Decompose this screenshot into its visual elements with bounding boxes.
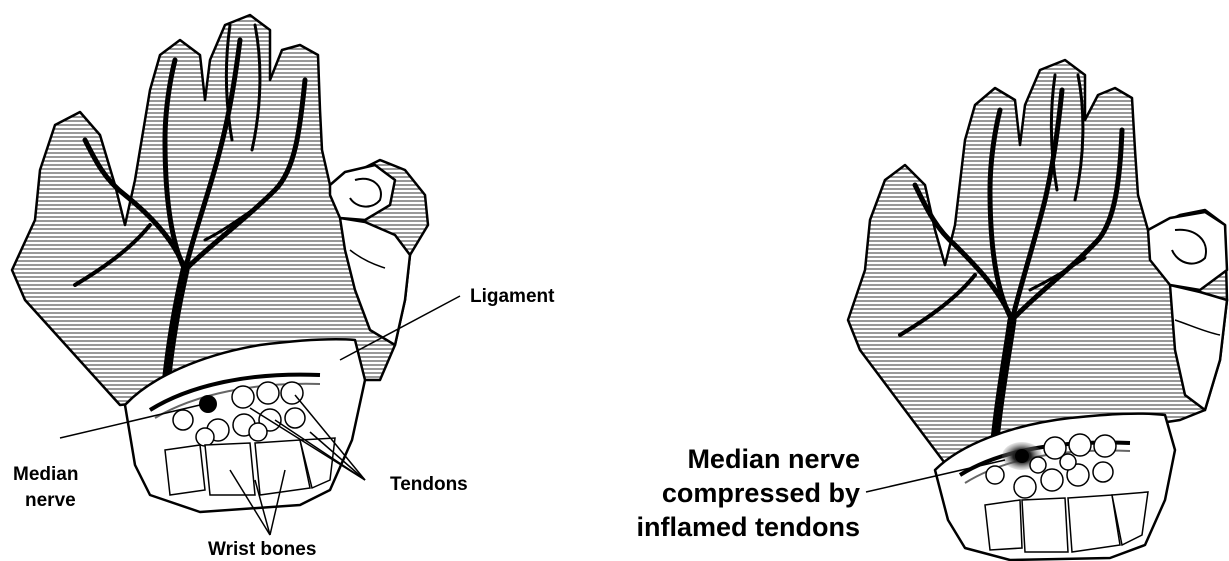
left-wrist-bones [165,438,335,495]
tendons-label: Tendons [390,474,468,495]
compressed-nerve-label-line2: compressed by [662,478,860,508]
compressed-nerve-label-line3: inflamed tendons [636,512,860,542]
compressed-nerve-label-line1: Median nerve [687,444,860,474]
median-nerve-label-line2: nerve [25,490,76,511]
left-median-nerve [199,395,217,413]
median-nerve-label-line1: Median [13,464,78,485]
left-hand-illustration: Ligament Median nerve Tendons Wrist bone… [12,15,555,560]
ligament-label: Ligament [470,286,555,307]
wrist-bones-label: Wrist bones [208,539,316,560]
right-hand-illustration: Median nerve compressed by inflamed tend… [636,60,1227,560]
right-compressed-median-nerve [1015,449,1029,463]
